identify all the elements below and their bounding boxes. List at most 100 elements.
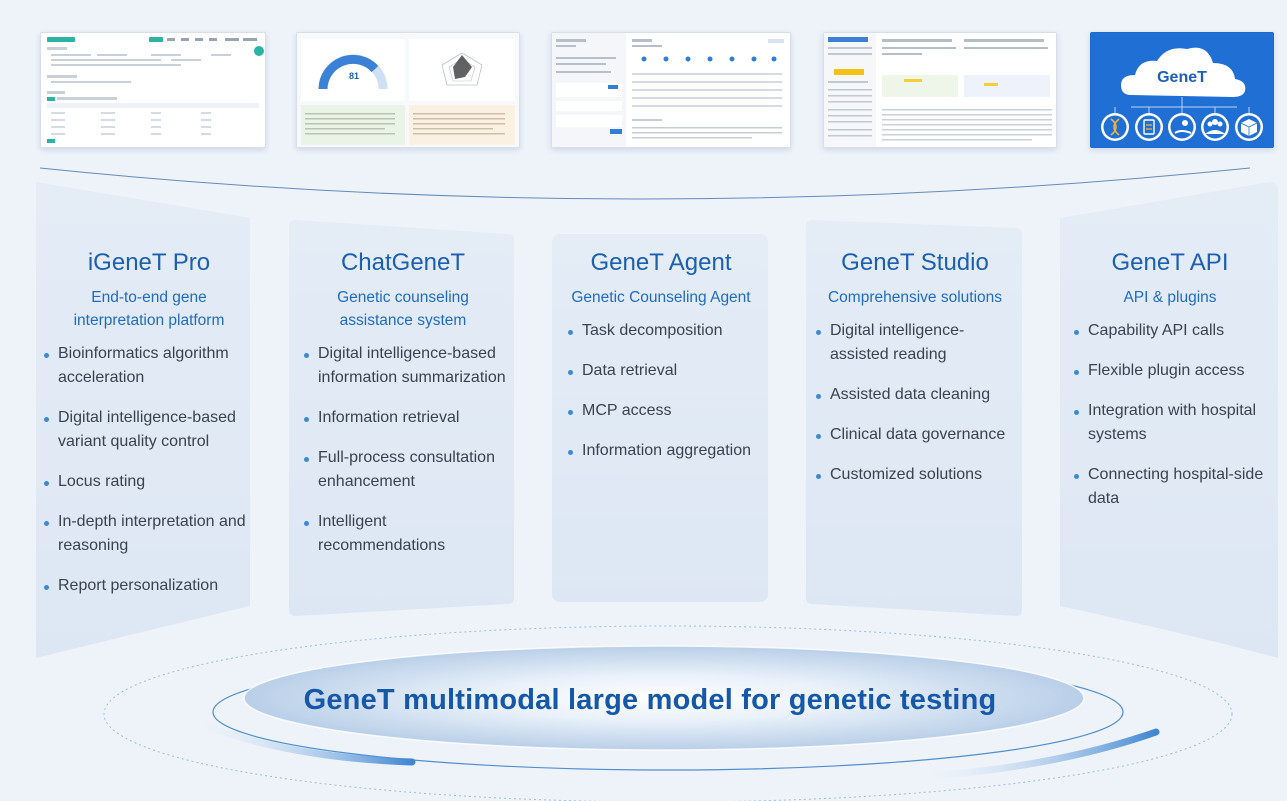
list-item: Information aggregation [568, 439, 766, 463]
card-genet-agent: GeneT Agent Genetic Counseling Agent Tas… [556, 248, 766, 479]
list-item: Report personalization [44, 574, 254, 598]
bullet-dot [1074, 410, 1079, 415]
list-item: Capability API calls [1074, 319, 1276, 343]
list-item: Assisted data cleaning [816, 383, 1022, 407]
list-item: Flexible plugin access [1074, 359, 1276, 383]
feature-list: Task decomposition Data retrieval MCP ac… [556, 319, 766, 463]
list-item: Customized solutions [816, 463, 1022, 487]
feature-text: Flexible plugin access [1088, 362, 1245, 379]
list-item: Digital intelligence-based variant quali… [44, 406, 254, 454]
feature-list: Bioinformatics algorithm acceleration Di… [44, 342, 254, 598]
bullet-dot [304, 417, 309, 422]
gauge-value: 81 [348, 71, 359, 81]
bullet-dot [44, 481, 49, 486]
thumbnail-analytics: 81 [296, 32, 520, 148]
feature-text: In-depth interpretation and reasoning [58, 513, 246, 554]
list-item: Task decomposition [568, 319, 766, 343]
card-title: iGeneT Pro [87, 249, 211, 276]
list-item: Intelligent recommendations [304, 510, 510, 558]
card-title: GeneT Agent [590, 249, 732, 276]
bullet-dot [1074, 474, 1079, 479]
bullet-dot [44, 585, 49, 590]
list-item: Locus rating [44, 470, 254, 494]
bullet-dot [304, 521, 309, 526]
feature-text: Full-process consultation enhancement [318, 449, 495, 490]
bullet-dot [568, 450, 573, 455]
card-bg-3 [552, 234, 768, 602]
list-item: Connecting hospital-side data [1074, 463, 1276, 511]
feature-text: Intelligent recommendations [318, 513, 446, 554]
bullet-dot [44, 521, 49, 526]
list-item: Clinical data governance [816, 423, 1022, 447]
feature-text: Assisted data cleaning [830, 386, 991, 403]
list-item: Digital intelligence-based information s… [304, 342, 510, 390]
feature-list: Digital intelligence-based information s… [296, 342, 510, 558]
feature-text: Information retrieval [318, 409, 460, 426]
dashboard-preview-graphic [47, 37, 264, 143]
feature-text: Connecting hospital-side data [1088, 466, 1264, 507]
card-subtitle: Genetic Counseling Agent [571, 289, 751, 306]
list-item: Integration with hospital systems [1074, 399, 1276, 447]
thumbnail-studio [823, 32, 1057, 148]
card-igenet-pro: iGeneT Pro End-to-end gene interpretatio… [44, 248, 254, 614]
feature-text: Digital intelligence-assisted reading [830, 322, 965, 363]
card-subtitle: End-to-end gene interpretation platform [73, 289, 225, 329]
feature-text: Clinical data governance [830, 426, 1006, 443]
bullet-dot [568, 370, 573, 375]
agent-preview-graphic [552, 33, 784, 147]
card-genet-studio: GeneT Studio Comprehensive solutions Dig… [808, 248, 1022, 503]
feature-text: Integration with hospital systems [1088, 402, 1257, 443]
card-title: ChatGeneT [340, 249, 466, 276]
feature-list: Digital intelligence-assisted reading As… [808, 319, 1022, 487]
list-item: Full-process consultation enhancement [304, 446, 510, 494]
bullet-dot [1074, 330, 1079, 335]
card-subtitle: Genetic counseling assistance system [337, 289, 469, 329]
card-chatgenet: ChatGeneT Genetic counseling assistance … [296, 248, 510, 574]
card-subtitle: API & plugins [1123, 289, 1217, 306]
bullet-dot [816, 434, 821, 439]
analytics-preview-graphic [297, 33, 519, 147]
feature-text: Report personalization [58, 577, 219, 594]
list-item: Information retrieval [304, 406, 510, 430]
feature-text: Capability API calls [1088, 322, 1225, 339]
feature-text: Locus rating [58, 473, 146, 490]
feature-text: Bioinformatics algorithm acceleration [58, 345, 229, 386]
bullet-dot [568, 330, 573, 335]
card-subtitle: Comprehensive solutions [827, 289, 1003, 306]
list-item: Data retrieval [568, 359, 766, 383]
bullet-dot [816, 474, 821, 479]
card-title: GeneT API [1111, 249, 1229, 276]
list-item: MCP access [568, 399, 766, 423]
bullet-dot [44, 353, 49, 358]
feature-text: Customized solutions [830, 466, 983, 483]
card-bg-4 [806, 220, 1022, 616]
feature-text: Digital intelligence-based variant quali… [58, 409, 236, 450]
bullet-dot [304, 457, 309, 462]
bullet-dot [816, 394, 821, 399]
feature-text: Data retrieval [582, 362, 678, 379]
base-title: GeneT multimodal large model for genetic… [303, 684, 997, 716]
cloud-graphic [1091, 33, 1273, 147]
card-genet-api: GeneT API API & plugins Capability API c… [1064, 248, 1276, 527]
list-item: In-depth interpretation and reasoning [44, 510, 254, 558]
feature-text: Information aggregation [582, 442, 751, 459]
card-bg-1 [36, 182, 250, 658]
cloud-label: GeneT [1157, 69, 1207, 86]
bullet-dot [1074, 370, 1079, 375]
card-title: GeneT Studio [841, 249, 989, 276]
feature-list: Capability API calls Flexible plugin acc… [1064, 319, 1276, 511]
thumbnail-api-cloud: GeneT [1090, 32, 1274, 148]
card-bg-5 [1060, 182, 1278, 658]
thumbnail-agent [551, 32, 791, 148]
bullet-dot [304, 353, 309, 358]
feature-text: MCP access [582, 402, 672, 419]
bullet-dot [44, 417, 49, 422]
bullet-dot [568, 410, 573, 415]
list-item: Bioinformatics algorithm acceleration [44, 342, 254, 390]
thumbnail-dashboard [40, 32, 266, 148]
studio-preview-graphic [824, 33, 1052, 147]
feature-text: Digital intelligence-based information s… [318, 345, 506, 386]
card-bg-2 [289, 220, 514, 616]
